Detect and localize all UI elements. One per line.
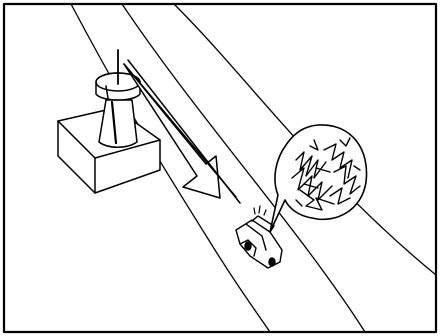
tower-shaft [99, 100, 137, 147]
radio-tower-icon [58, 50, 160, 193]
